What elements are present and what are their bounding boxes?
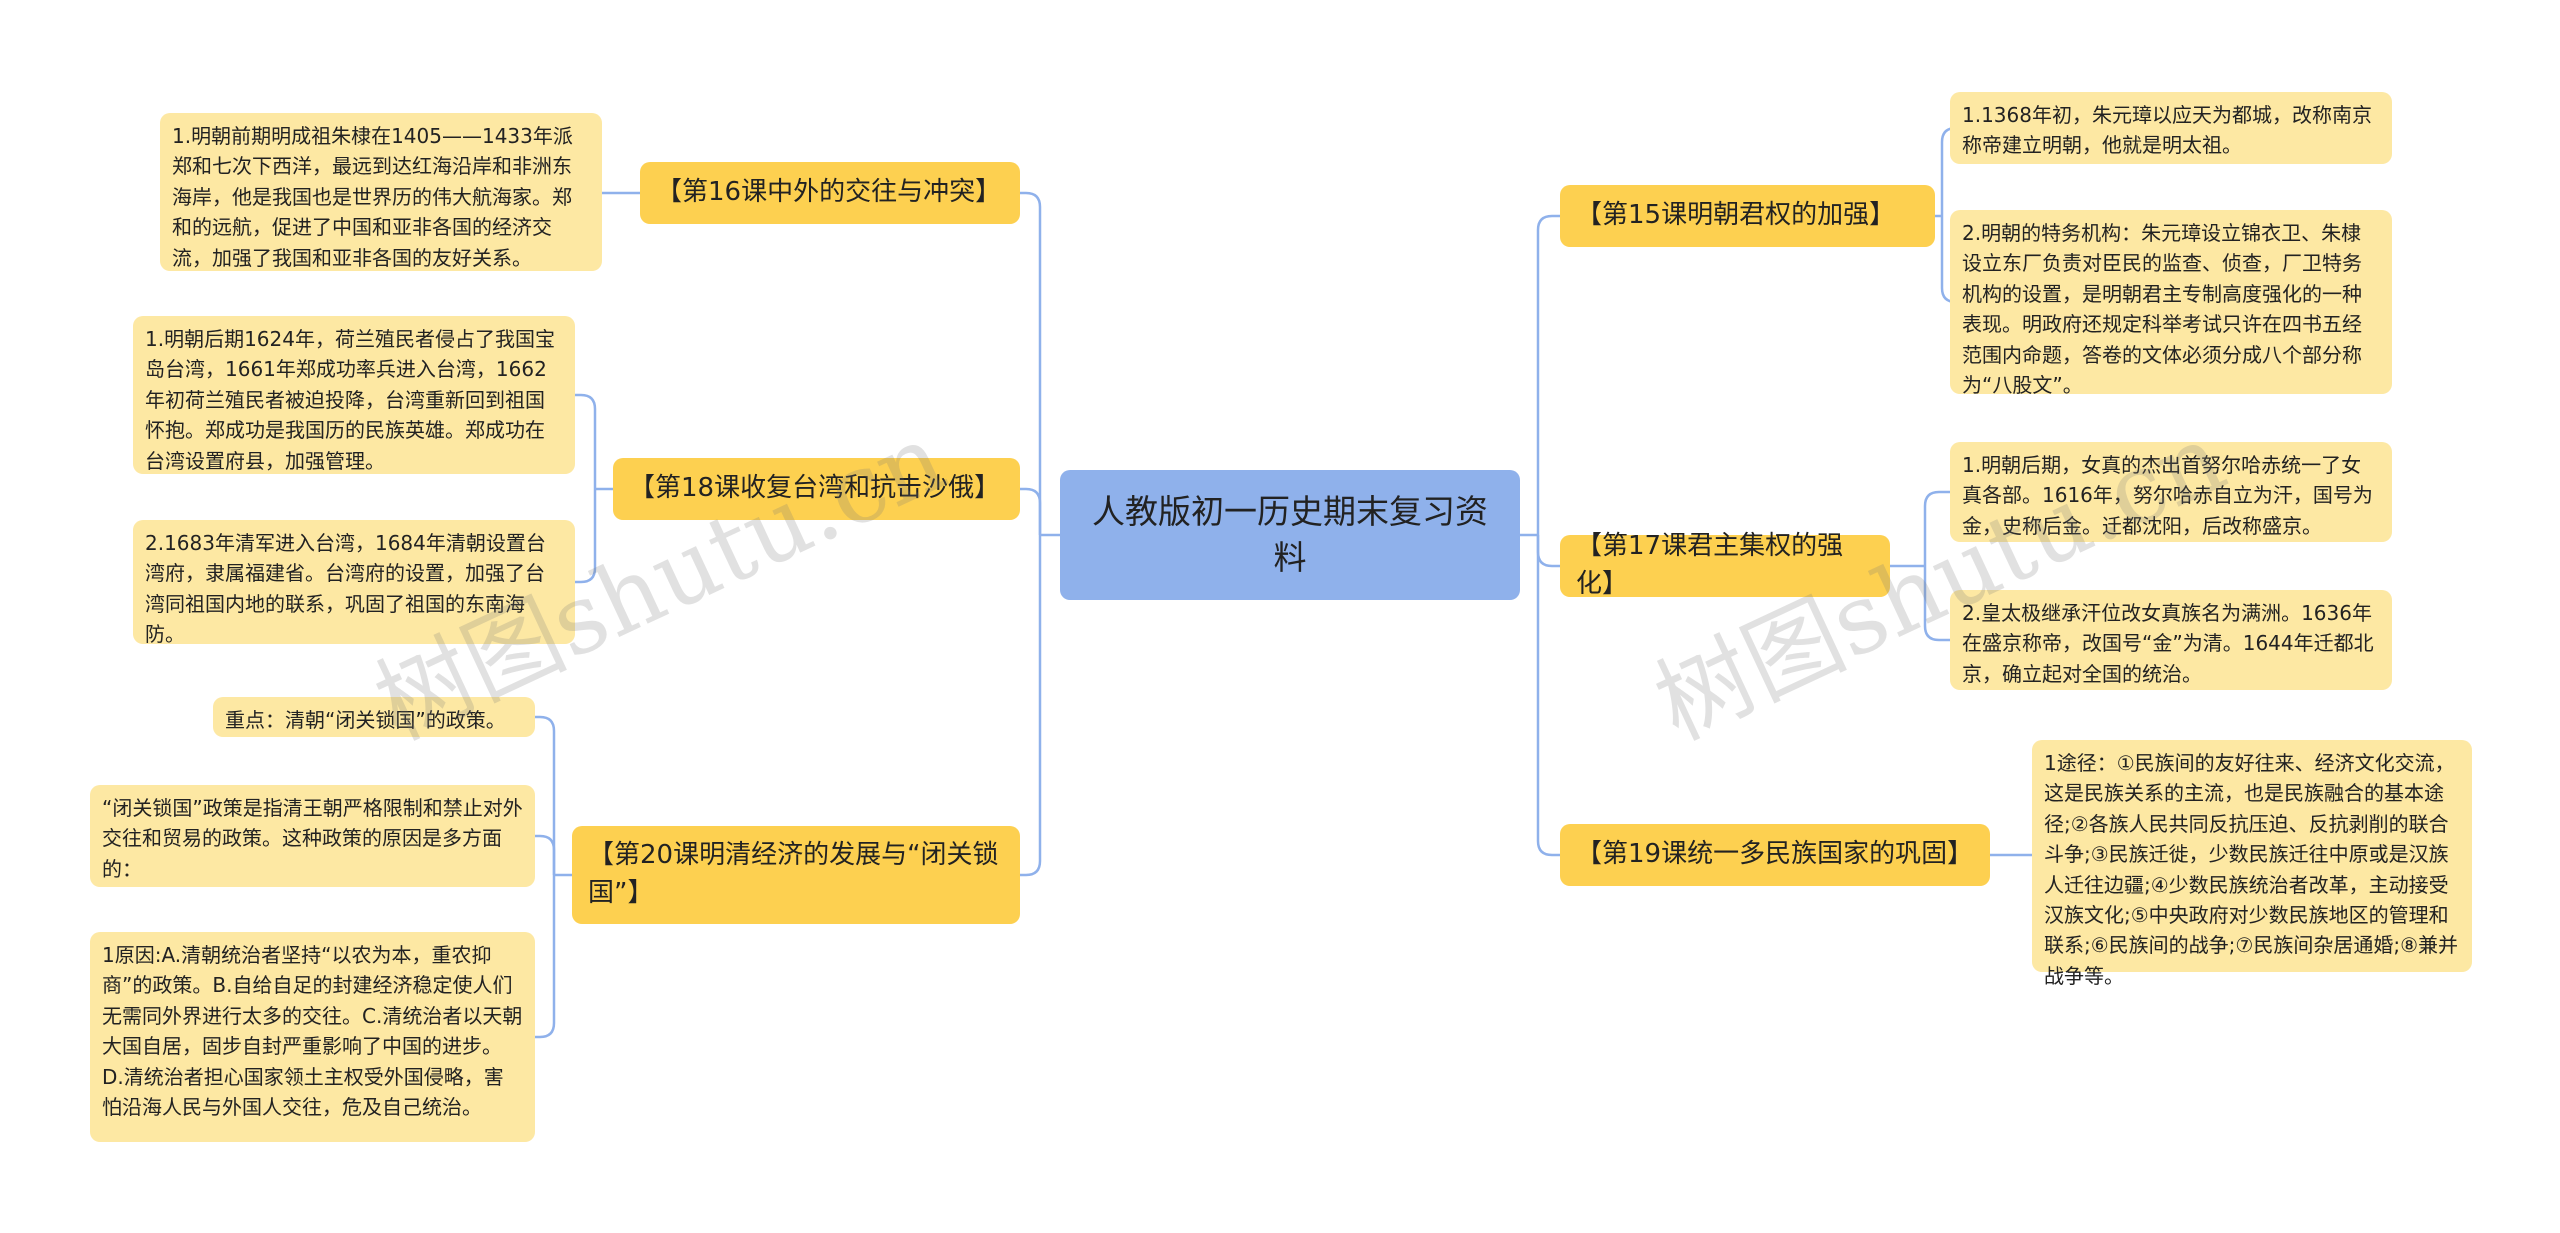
leaf-lesson-20-note-1[interactable]: 重点：清朝“闭关锁国”的政策。	[213, 697, 535, 737]
connector-leaf-20-1	[535, 834, 556, 875]
branch-label: 【第18课收复台湾和抗击沙俄】	[629, 473, 1001, 504]
branch-label: 【第19课统一多民族国家的巩固】	[1576, 839, 1974, 870]
connector-leaf-17-1	[1923, 566, 1950, 642]
branch-lesson-16[interactable]: 【第16课中外的交往与冲突】	[640, 162, 1020, 224]
branch-label: 【第17课君主集权的强化】	[1576, 531, 1844, 599]
connector-leaf-18-1	[575, 489, 597, 584]
connector-lesson-17	[1536, 535, 1560, 568]
connector-leaf-20-2	[535, 875, 556, 1039]
connector-leaf-17-0	[1923, 490, 1950, 566]
leaf-lesson-17-note-1[interactable]: 1.明朝后期，女真的杰出首努尔哈赤统一了女真各部。1616年，努尔哈赤自立为汗，…	[1950, 442, 2392, 542]
central-topic[interactable]: 人教版初一历史期末复习资料	[1060, 470, 1520, 600]
leaf-lesson-18-note-1[interactable]: 1.明朝后期1624年，荷兰殖民者侵占了我国宝岛台湾，1661年郑成功率兵进入台…	[133, 316, 575, 474]
branch-lesson-20[interactable]: 【第20课明清经济的发展与“闭关锁国”】	[572, 826, 1020, 924]
connector-leaf-20-0	[535, 715, 556, 875]
leaf-lesson-19-note-1[interactable]: 1途径：①民族间的友好往来、经济文化交流，这是民族关系的主流，也是民族融合的基本…	[2032, 740, 2472, 988]
connector-lesson-20	[1020, 535, 1042, 877]
central-topic-title: 人教版初一历史期末复习资料	[1092, 491, 1488, 577]
leaf-lesson-20-note-3[interactable]: 1原因:A.清朝统治者坚持“以农为本，重农抑商”的政策。B.自给自足的封建经济稳…	[90, 932, 535, 1142]
connector-leaf-18-0	[575, 393, 597, 489]
branch-lesson-19[interactable]: 【第19课统一多民族国家的巩固】	[1560, 824, 1990, 886]
leaf-lesson-16-note-1[interactable]: 1.明朝前期明成祖朱棣在1405——1433年派郑和七次下西洋，最远到达红海沿岸…	[160, 113, 602, 271]
leaf-lesson-18-note-2[interactable]: 2.1683年清军进入台湾，1684年清朝设置台湾府，隶属福建省。台湾府的设置，…	[133, 520, 575, 646]
connector-lesson-19	[1536, 535, 1560, 857]
leaf-lesson-20-note-2[interactable]: “闭关锁国”政策是指清王朝严格限制和禁止对外交往和贸易的政策。这种政策的原因是多…	[90, 785, 535, 887]
branch-label: 【第20课明清经济的发展与“闭关锁国”】	[588, 840, 999, 908]
connector-lesson-18	[1020, 487, 1042, 535]
branch-lesson-17[interactable]: 【第17课君主集权的强化】	[1560, 531, 1890, 599]
leaf-lesson-17-note-2[interactable]: 2.皇太极继承汗位改女真族名为满洲。1636年在盛京称帝，改国号“金”为清。16…	[1950, 590, 2392, 690]
branch-label: 【第16课中外的交往与冲突】	[656, 177, 1002, 208]
leaf-lesson-15-note-1[interactable]: 1.1368年初，朱元璋以应天为都城，改称南京称帝建立明朝，他就是明太祖。	[1950, 92, 2392, 164]
connector-lesson-16	[1020, 191, 1042, 535]
connector-lesson-15	[1536, 214, 1560, 535]
leaf-lesson-15-note-2[interactable]: 2.明朝的特务机构：朱元璋设立锦衣卫、朱棣设立东厂负责对臣民的监查、侦查，厂卫特…	[1950, 210, 2392, 397]
branch-lesson-18[interactable]: 【第18课收复台湾和抗击沙俄】	[613, 458, 1020, 520]
branch-lesson-15[interactable]: 【第15课明朝君权的加强】	[1560, 185, 1935, 247]
branch-label: 【第15课明朝君权的加强】	[1576, 200, 1896, 231]
